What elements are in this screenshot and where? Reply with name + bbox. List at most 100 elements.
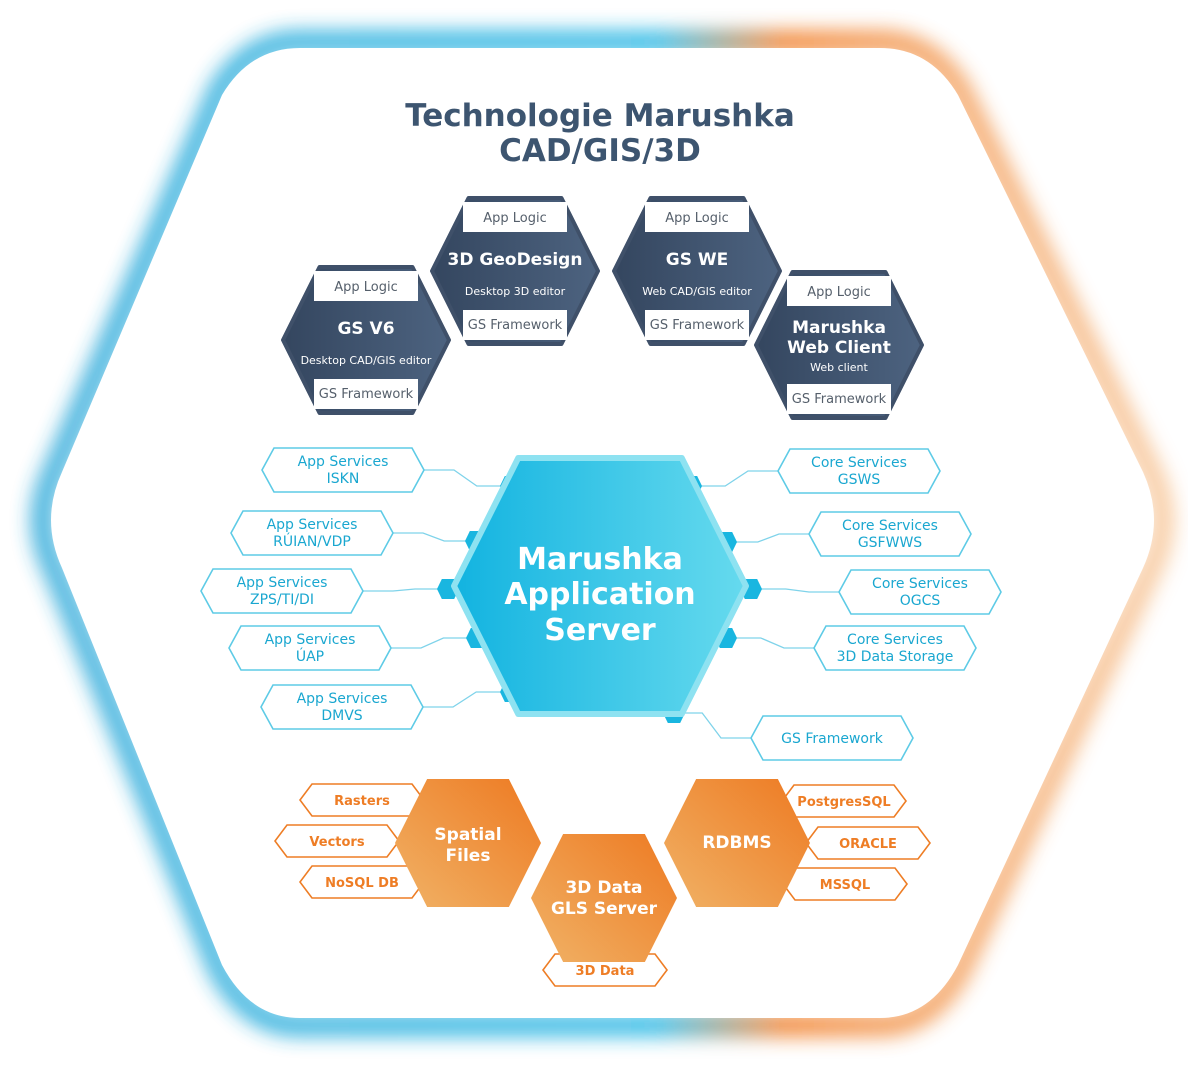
service-line1: GS Framework	[781, 731, 884, 747]
service-box	[260, 684, 424, 730]
data-item-label: PostgresSQL	[797, 795, 890, 810]
data-item-label: MSSQL	[820, 878, 870, 893]
service-line1: App Services	[297, 691, 388, 707]
spatial-item-2: NoSQL DB	[299, 865, 425, 899]
app-bottom-band	[645, 310, 749, 340]
service-line1: App Services	[298, 454, 389, 470]
title-line2: CAD/GIS/3D	[499, 133, 701, 169]
service-box	[228, 625, 392, 671]
service-line2: GSWS	[838, 472, 881, 488]
spatial-line2: Files	[446, 846, 491, 866]
gls-hex	[531, 834, 677, 962]
service-line1: Core Services	[847, 632, 943, 648]
rdbms-item-0: PostgresSQL	[781, 784, 907, 818]
service-line2: RÚIAN/VDP	[273, 532, 351, 550]
app-logic-label: App Logic	[334, 280, 398, 295]
service-line2: OGCS	[900, 593, 941, 609]
spatial-files-hex	[395, 779, 541, 907]
server-line2: Application	[504, 577, 695, 612]
app-subtitle: Web CAD/GIS editor	[642, 285, 752, 298]
service-box	[261, 447, 425, 493]
rdbms-item-1: ORACLE	[805, 826, 931, 860]
service-line1: App Services	[265, 632, 356, 648]
service-line1: App Services	[267, 517, 358, 533]
gs-framework-label: GS Framework	[650, 318, 745, 333]
service-box	[808, 511, 972, 557]
app-name: GS WE	[666, 250, 728, 270]
service-line2: ÚAP	[296, 647, 324, 665]
service-box	[838, 569, 1002, 615]
gs-framework-label: GS Framework	[792, 392, 887, 407]
service-line2: ISKN	[327, 471, 360, 487]
server-hex-shape	[451, 455, 749, 717]
app-hex-shape	[430, 196, 600, 346]
data-item-label: 3D Data	[576, 964, 635, 979]
app-bottom-band	[314, 379, 418, 409]
data-item-label: ORACLE	[839, 837, 897, 852]
app-top-band	[645, 202, 749, 232]
app-top-band	[787, 276, 891, 306]
connector-line	[423, 691, 511, 708]
app-logic-label: App Logic	[807, 285, 871, 300]
app-bottom-band	[463, 310, 567, 340]
service-box	[777, 448, 941, 494]
title-line1: Technologie Marushka	[405, 98, 795, 134]
connector-line	[726, 637, 814, 649]
data-item-label: Rasters	[334, 794, 390, 809]
spatial-item-0: Rasters	[299, 783, 425, 817]
service-line1: App Services	[237, 575, 328, 591]
connector-line	[363, 588, 448, 592]
connector-line	[751, 588, 839, 593]
spatial-line1: Spatial	[434, 825, 501, 845]
service-line2: ZPS/TI/DI	[250, 592, 314, 608]
gs-framework-label: GS Framework	[319, 387, 414, 402]
service-box	[200, 568, 364, 614]
server-line1: Marushka	[517, 542, 683, 577]
rdbms-label: RDBMS	[702, 833, 771, 853]
connector-line	[691, 470, 778, 487]
data-item-box	[274, 824, 400, 858]
service-box	[230, 510, 394, 556]
connector-line	[424, 469, 511, 487]
rdbms-item-2: MSSQL	[782, 867, 908, 901]
service-line1: Core Services	[872, 576, 968, 592]
connector-line	[726, 533, 809, 543]
spatial-item-1: Vectors	[274, 824, 400, 858]
service-line2: DMVS	[321, 708, 362, 724]
app-subtitle: Web client	[810, 361, 868, 374]
app-hex-shape	[281, 265, 451, 415]
app-hex-shape	[612, 196, 782, 346]
app-bottom-band	[787, 384, 891, 414]
service-box	[750, 715, 914, 761]
app-top-band	[463, 202, 567, 232]
data-item-label: NoSQL DB	[325, 876, 399, 891]
service-line1: Core Services	[842, 518, 938, 534]
connector-line	[674, 712, 751, 739]
gs-framework-label: GS Framework	[468, 318, 563, 333]
app-logic-label: App Logic	[483, 211, 547, 226]
rdbms-hex	[664, 779, 810, 907]
gls-line1: 3D Data	[565, 878, 642, 898]
app-name-line2: Web Client	[787, 338, 891, 358]
service-line2: 3D Data Storage	[837, 649, 954, 665]
app-top-band	[314, 271, 418, 301]
data-item-label: Vectors	[309, 835, 364, 850]
app-hex-shape	[754, 270, 924, 420]
service-box	[813, 625, 977, 671]
connector-line	[391, 637, 477, 649]
app-name: Marushka	[792, 318, 886, 338]
app-logic-label: App Logic	[665, 211, 729, 226]
